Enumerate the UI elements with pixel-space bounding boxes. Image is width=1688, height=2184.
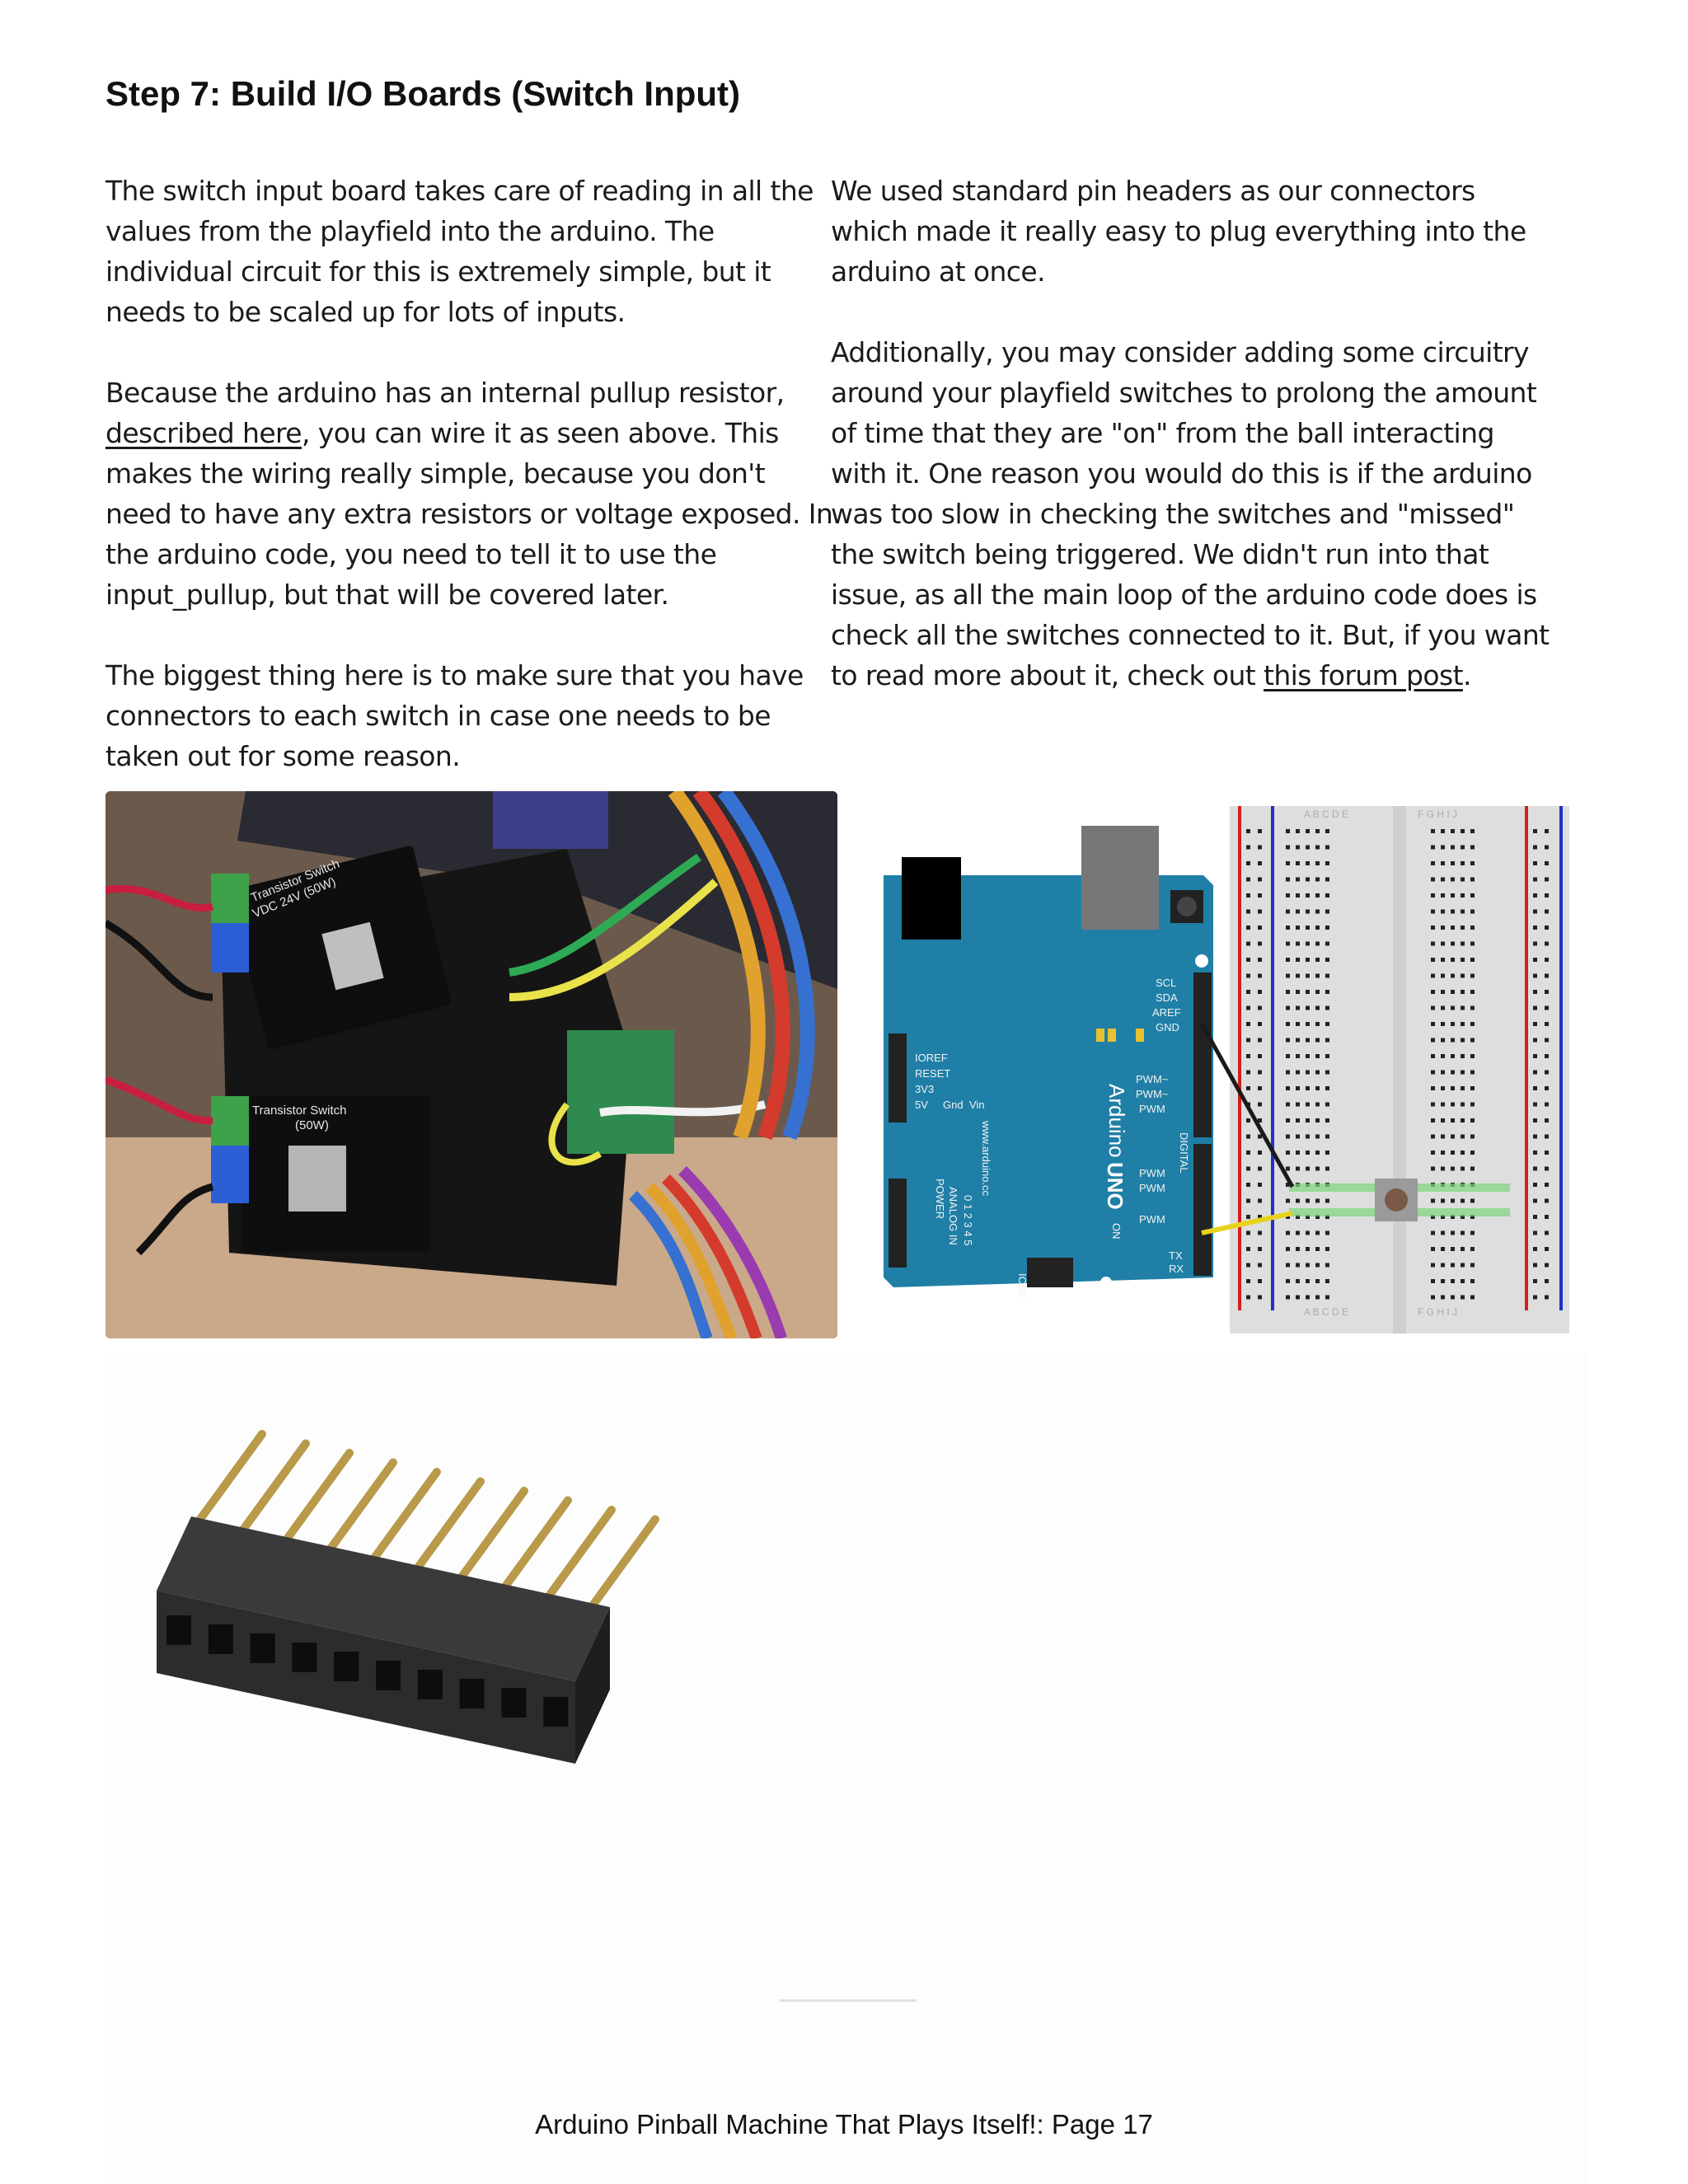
left-paragraph-3: The biggest thing here is to make sure t… <box>106 659 804 772</box>
pin-label-aref: AREF <box>1152 1006 1181 1019</box>
breadboard-cols-right-bottom: F G H I J <box>1418 1306 1457 1318</box>
page-title: Step 7: Build I/O Boards (Switch Input) <box>106 74 741 113</box>
wire-pin2 <box>1201 1211 1293 1235</box>
icsp-label: ICSP <box>1016 1273 1029 1298</box>
right-paragraph-2-text-a: Additionally, you may consider adding so… <box>831 336 1550 691</box>
pwm-label-5: PWM <box>1139 1182 1165 1194</box>
digital-label: DIGITAL <box>1178 1132 1190 1174</box>
pin-label-3v3: 3V3 <box>915 1083 934 1095</box>
page-divider <box>780 1999 917 2002</box>
left-paragraph-2-text-a: Because the arduino has an internal pull… <box>106 377 785 409</box>
analog-label: ANALOG IN <box>947 1187 959 1245</box>
photo-switch-boards: Transistor Switch VDC 24V (50W) Transist… <box>106 791 837 1338</box>
pin-label-reset: RESET <box>915 1067 950 1080</box>
pin-label-ioref: IOREF <box>915 1052 948 1064</box>
usb-port <box>1081 826 1159 930</box>
pwm-label-2: PWM~ <box>1136 1088 1169 1100</box>
wire-gnd <box>1199 1022 1295 1188</box>
diagram-arduino-breadboard: IOREF RESET 3V3 5V Gnd Vin POWER ANALOG … <box>874 791 1582 1338</box>
pin-label-gnd-right: GND <box>1156 1021 1179 1033</box>
pin-label-5v: 5V <box>915 1099 928 1111</box>
pin-label-vin: Vin <box>969 1099 985 1111</box>
breadboard-cols-left: A B C D E <box>1304 808 1348 820</box>
left-paragraph-2-text-b: , you can wire it as seen above. This ma… <box>106 417 833 611</box>
breadboard-cols-right: F G H I J <box>1418 808 1457 820</box>
pwm-label-3: PWM <box>1139 1103 1165 1115</box>
power-jack <box>902 857 961 940</box>
left-column: The switch input board takes care of rea… <box>106 171 835 776</box>
pwm-label-1: PWM~ <box>1136 1073 1169 1085</box>
left-paragraph-2: Because the arduino has an internal pull… <box>106 373 835 615</box>
right-paragraph-1: We used standard pin headers as our conn… <box>831 175 1526 288</box>
left-paragraph-1: The switch input board takes care of rea… <box>106 175 814 328</box>
right-paragraph-2-text-b: . <box>1462 659 1471 691</box>
power-label: POWER <box>934 1179 946 1219</box>
pin-header-image <box>106 1352 1589 2184</box>
module-2-sub: (50W) <box>295 1118 329 1132</box>
pin-label-gnd: Gnd <box>943 1099 964 1111</box>
site-label: www.arduino.cc <box>980 1120 992 1197</box>
on-label: ON <box>1110 1223 1123 1240</box>
pin-label-sda: SDA <box>1156 991 1178 1004</box>
module-2-label: Transistor Switch <box>252 1104 346 1118</box>
forum-post-link[interactable]: this forum post <box>1264 659 1464 691</box>
pin-label-scl: SCL <box>1156 977 1176 989</box>
board-model: UNO <box>1103 1162 1128 1210</box>
rx-label: RX <box>1169 1263 1184 1275</box>
pwm-label-4: PWM <box>1139 1167 1165 1179</box>
breadboard-cols-left-bottom: A B C D E <box>1304 1306 1348 1318</box>
board-name: Arduino <box>1104 1084 1129 1158</box>
right-paragraph-2: Additionally, you may consider adding so… <box>831 332 1556 696</box>
analog-pin-numbers: 0 1 2 3 4 5 <box>962 1195 974 1245</box>
page-footer: Arduino Pinball Machine That Plays Itsel… <box>535 2109 1153 2139</box>
tx-label: TX <box>1169 1249 1183 1262</box>
arduino-board <box>884 875 1213 1287</box>
described-here-link[interactable]: described here <box>106 417 302 449</box>
pwm-label-6: PWM <box>1139 1213 1165 1226</box>
right-column: We used standard pin headers as our conn… <box>831 171 1556 696</box>
